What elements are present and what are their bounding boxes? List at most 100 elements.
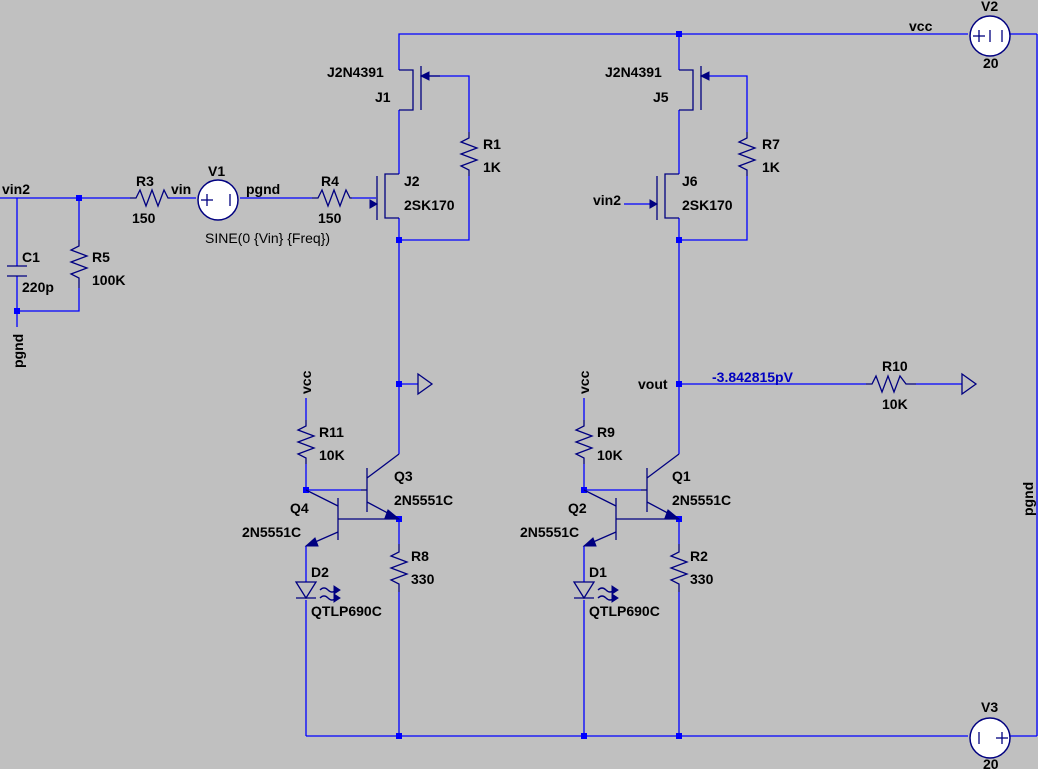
label-r11: R11 xyxy=(319,424,344,440)
net-label-vin2: vin2 xyxy=(2,181,30,197)
value-r10: 10K xyxy=(882,396,908,412)
resistor-r10[interactable]: R10 10K xyxy=(866,358,916,412)
wire-j5-r7[interactable] xyxy=(701,75,748,132)
label-q2: Q2 xyxy=(568,500,587,516)
wire-r7-j6[interactable] xyxy=(679,176,748,241)
label-v3: V3 xyxy=(981,699,998,715)
voltage-source-v2[interactable]: V2 20 xyxy=(969,0,1011,71)
resistor-r2[interactable]: R2 330 xyxy=(669,544,714,592)
capacitor-c1[interactable]: C1 220p xyxy=(7,249,54,295)
model-q4: 2N5551C xyxy=(242,524,301,540)
net-label-vcc-r9: vcc xyxy=(576,370,592,394)
label-j1: J1 xyxy=(375,89,391,105)
value-r9: 10K xyxy=(597,447,623,463)
resistor-r1[interactable]: R1 1K xyxy=(459,132,501,176)
label-r2: R2 xyxy=(690,548,708,564)
model-j6: 2SK170 xyxy=(682,197,733,213)
junction-dot xyxy=(396,381,402,387)
jfet-j1[interactable]: J2N4391 J1 xyxy=(327,64,440,111)
value-r2: 330 xyxy=(690,571,714,587)
label-r10: R10 xyxy=(882,358,908,374)
junction-dot xyxy=(676,31,682,37)
label-r1: R1 xyxy=(483,136,501,152)
label-r7: R7 xyxy=(762,136,780,152)
model-q3: 2N5551C xyxy=(394,492,453,508)
bjt-q1[interactable]: Q1 2N5551C xyxy=(641,453,731,520)
net-label-vcc-r11: vcc xyxy=(298,370,314,394)
net-label-pgnd-left: pgnd xyxy=(10,334,26,368)
voltage-source-v3[interactable]: V3 20 xyxy=(969,699,1011,769)
label-j5: J5 xyxy=(653,89,669,105)
value-r7: 1K xyxy=(762,159,780,175)
value-r5: 100K xyxy=(92,272,125,288)
junction-dot xyxy=(676,381,682,387)
resistor-r9[interactable]: R9 10K xyxy=(574,420,623,464)
junction-dot xyxy=(76,195,82,201)
led-d2[interactable]: D2 QTLP690C xyxy=(294,564,382,619)
label-r4: R4 xyxy=(321,173,339,189)
junction-dot xyxy=(14,308,20,314)
label-d2: D2 xyxy=(311,564,329,580)
model-j1: J2N4391 xyxy=(327,64,384,80)
bjt-q4[interactable]: Q4 2N5551C xyxy=(242,489,399,547)
label-q1: Q1 xyxy=(672,468,691,484)
value-r4: 150 xyxy=(318,210,342,226)
net-label-vcc-top: vcc xyxy=(909,18,933,34)
net-label-pgnd-right: pgnd xyxy=(1020,482,1036,516)
model-q1: 2N5551C xyxy=(672,492,731,508)
label-c1: C1 xyxy=(22,249,40,265)
wire-vcc-rail[interactable] xyxy=(398,33,968,70)
resistor-r8[interactable]: R8 330 xyxy=(389,544,435,592)
ground-flag-right[interactable] xyxy=(961,372,978,396)
resistor-r11[interactable]: R11 10K xyxy=(296,420,345,464)
label-j6: J6 xyxy=(682,173,698,189)
resistor-r5[interactable]: R5 100K xyxy=(69,240,125,288)
value-r8: 330 xyxy=(411,571,435,587)
net-label-vout: vout xyxy=(638,376,668,392)
value-v3: 20 xyxy=(983,756,999,769)
value-r1: 1K xyxy=(483,159,501,175)
label-r5: R5 xyxy=(92,249,110,265)
value-v2: 20 xyxy=(983,55,999,71)
label-d1: D1 xyxy=(589,564,607,580)
net-label-vin2-j6: vin2 xyxy=(593,192,621,208)
junction-dot xyxy=(676,733,682,739)
label-v1: V1 xyxy=(208,163,225,179)
value-c1: 220p xyxy=(22,279,54,295)
ground-flag-left[interactable] xyxy=(417,372,434,396)
wire-c1-bot[interactable] xyxy=(16,276,80,312)
jfet-j6[interactable]: J6 2SK170 xyxy=(624,173,733,220)
jfet-j2[interactable]: J2 2SK170 xyxy=(369,173,455,220)
label-r9: R9 xyxy=(597,424,615,440)
resistor-r4[interactable]: R4 150 xyxy=(312,173,352,226)
bjt-q3[interactable]: Q3 2N5551C xyxy=(361,453,453,520)
jfet-j5[interactable]: J2N4391 J5 xyxy=(605,64,710,111)
label-q4: Q4 xyxy=(290,500,309,516)
wire-r1-j2[interactable] xyxy=(399,176,470,241)
label-r3: R3 xyxy=(136,173,154,189)
model-j2: 2SK170 xyxy=(404,197,455,213)
bjt-q2[interactable]: Q2 2N5551C xyxy=(520,489,679,547)
junction-dot xyxy=(581,733,587,739)
resistor-r3[interactable]: R3 150 xyxy=(130,173,170,226)
net-label-pgnd-top: pgnd xyxy=(246,181,280,197)
resistor-r7[interactable]: R7 1K xyxy=(737,132,780,176)
led-d1[interactable]: D1 QTLP690C xyxy=(572,564,660,619)
label-v2: V2 xyxy=(981,0,998,14)
junction-dot xyxy=(676,237,682,243)
value-r3: 150 xyxy=(132,210,156,226)
model-j5: J2N4391 xyxy=(605,64,662,80)
value-r11: 10K xyxy=(319,447,345,463)
wire-j1-r1[interactable] xyxy=(421,75,470,132)
label-j2: J2 xyxy=(404,173,420,189)
label-q3: Q3 xyxy=(394,468,413,484)
junction-dot xyxy=(396,733,402,739)
model-q2: 2N5551C xyxy=(520,524,579,540)
probe-voltage-readout: -3.842815pV xyxy=(712,369,794,385)
voltage-source-v1[interactable]: V1 SINE(0 {Vin} {Freq}) xyxy=(197,163,330,246)
model-d1: QTLP690C xyxy=(589,603,660,619)
value-v1: SINE(0 {Vin} {Freq}) xyxy=(205,230,330,246)
wires xyxy=(0,33,1038,737)
junction-dot xyxy=(396,237,402,243)
